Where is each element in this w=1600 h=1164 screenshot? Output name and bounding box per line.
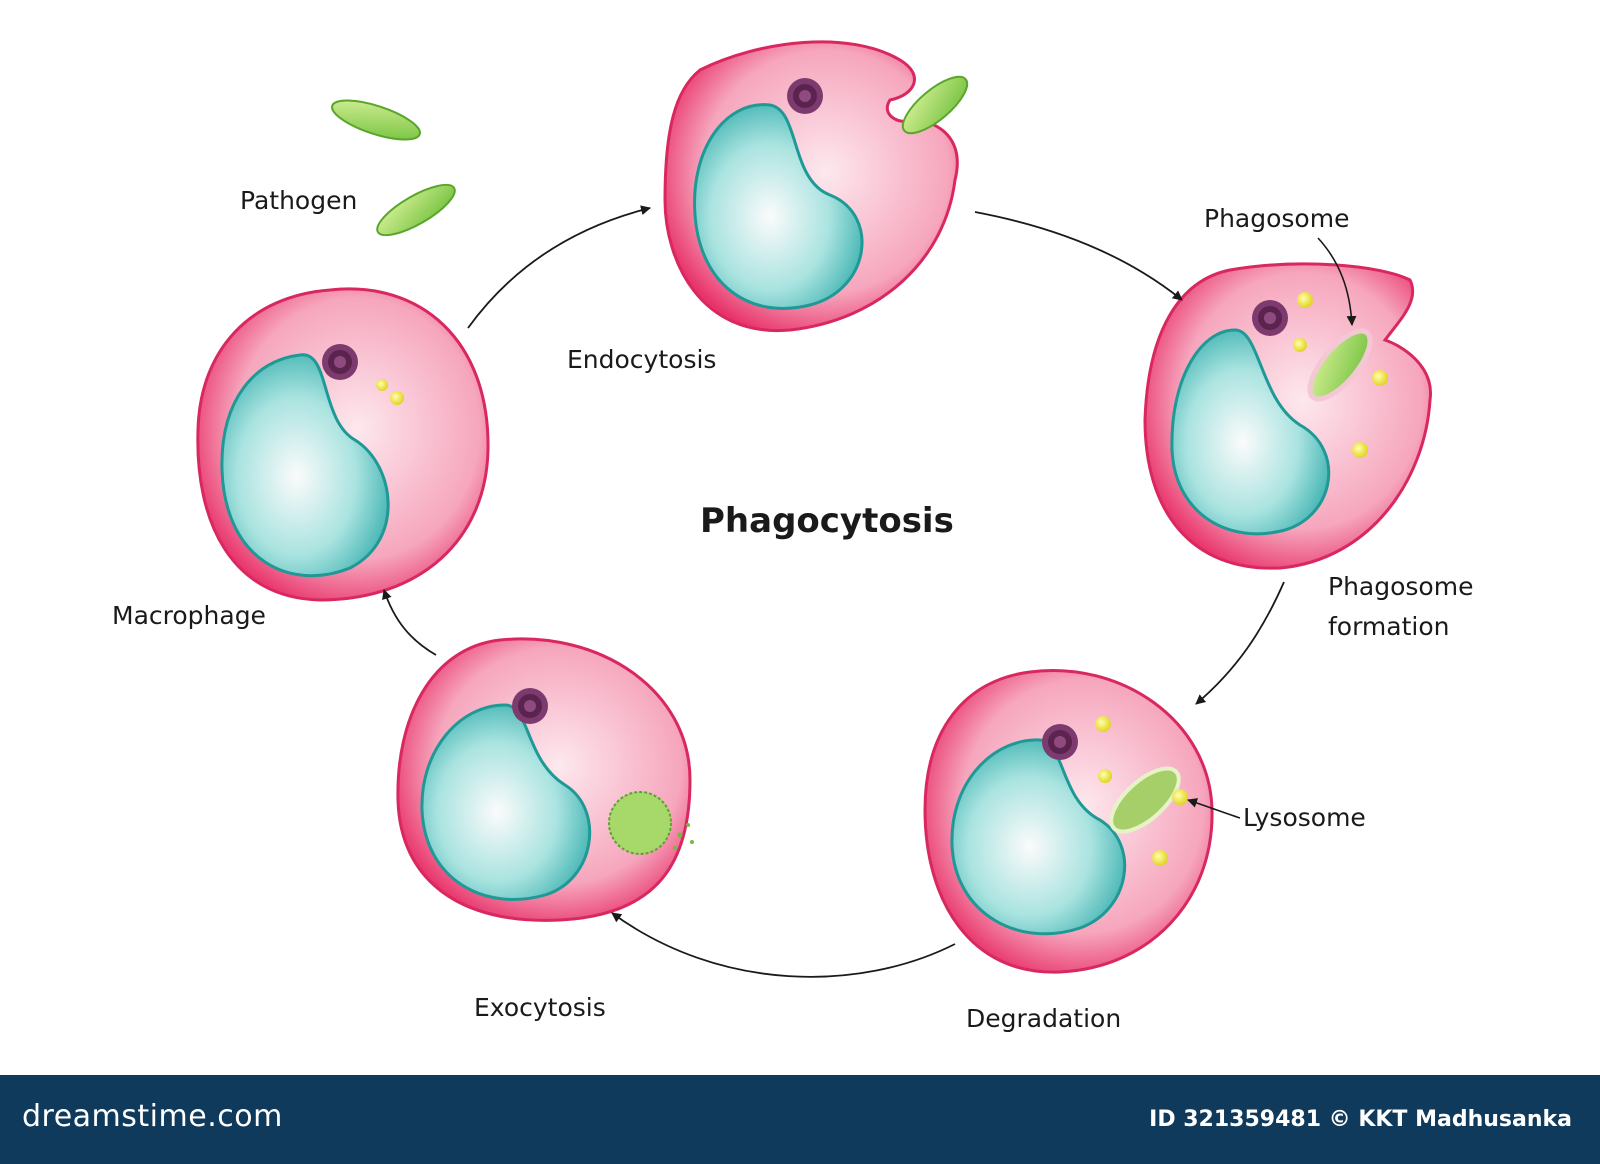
label-degradation: Degradation — [966, 1004, 1121, 1033]
endocytosis-cell — [663, 40, 969, 333]
label-macrophage: Macrophage — [112, 601, 266, 630]
label-exocytosis: Exocytosis — [474, 993, 606, 1022]
degradation-cell — [923, 669, 1214, 974]
lysosome-pointer — [1187, 798, 1241, 819]
footer-bar: dreamstime.com ID 321359481 © KKT Madhus… — [0, 1075, 1600, 1164]
pathogen-2 — [376, 183, 456, 237]
golgi-icon — [1042, 724, 1078, 760]
diagram-canvas: Phagocytosis Pathogen Endocytosis Phagos… — [112, 40, 1473, 1033]
lysosome — [1372, 370, 1388, 386]
arrow-macrophage-to-endocytosis — [467, 205, 651, 329]
label-endocytosis: Endocytosis — [567, 345, 716, 374]
lysosome — [376, 379, 388, 391]
pathogen-engulfing — [901, 75, 969, 135]
golgi-icon — [787, 78, 823, 114]
phagocytosis-diagram: Phagocytosis Pathogen Endocytosis Phagos… — [112, 40, 1473, 1033]
golgi-icon — [322, 344, 358, 380]
lysosome — [1098, 769, 1112, 783]
label-pathogen: Pathogen — [240, 186, 357, 215]
site-watermark[interactable]: dreamstime.com — [22, 1099, 283, 1134]
degrading-pathogen — [1109, 766, 1181, 834]
golgi-icon — [512, 688, 548, 724]
debris — [677, 832, 683, 838]
diagram-title: Phagocytosis — [700, 501, 954, 541]
arrow-degradation-to-exocytosis — [611, 912, 956, 978]
lysosome — [1297, 292, 1313, 308]
arrow-phagosome-to-degradation — [1195, 581, 1285, 705]
label-phagosome-formation-1: Phagosome — [1328, 572, 1473, 601]
phagosome-pointer — [1317, 237, 1357, 326]
macrophage-cell — [196, 287, 490, 602]
debris — [686, 823, 690, 827]
lysosome — [1293, 338, 1307, 352]
lysosome — [1352, 442, 1368, 458]
pathogen-1 — [331, 99, 421, 141]
arrow-endocytosis-to-phagosome — [974, 211, 1183, 301]
label-phagosome-formation-2: formation — [1328, 612, 1450, 641]
debris — [673, 846, 677, 850]
debris — [690, 840, 694, 844]
label-phagosome: Phagosome — [1204, 204, 1349, 233]
lysosome — [1095, 716, 1111, 732]
phagosome-formation-cell — [1143, 262, 1432, 570]
golgi-icon — [1252, 300, 1288, 336]
exocytosis-cell — [396, 637, 694, 922]
exocytosis-vesicle — [608, 791, 672, 855]
lysosome — [390, 391, 404, 405]
image-credit: ID 321359481 © KKT Madhusanka — [1149, 1107, 1572, 1132]
lysosome — [1152, 850, 1168, 866]
lysosome — [1172, 789, 1188, 805]
label-lysosome: Lysosome — [1243, 803, 1366, 832]
arrow-exocytosis-to-macrophage — [382, 589, 437, 656]
phagosome — [1307, 328, 1373, 402]
